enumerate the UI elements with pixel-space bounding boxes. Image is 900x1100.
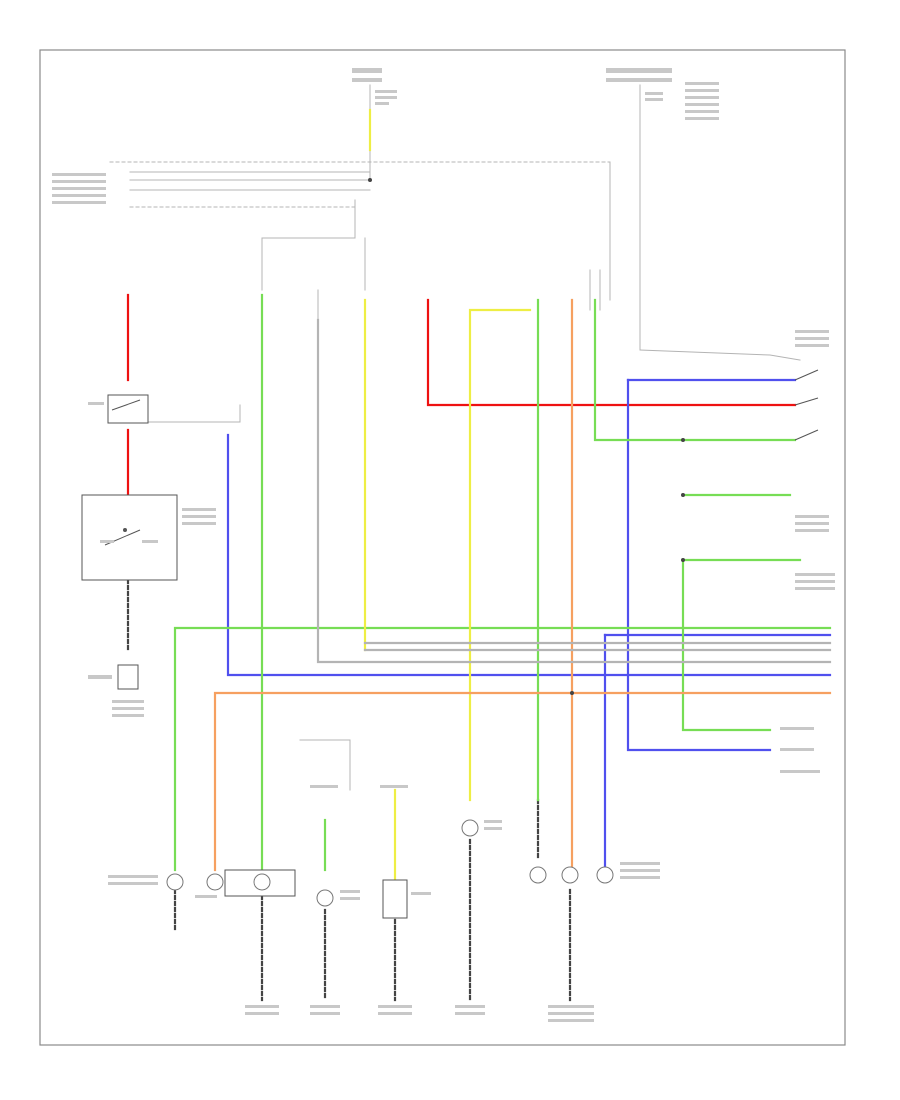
red-wires (126, 293, 797, 497)
bulb-left-1 (108, 873, 184, 891)
ground-3 (378, 1005, 412, 1015)
junction-dots (368, 178, 685, 695)
ground-1 (245, 1005, 279, 1015)
ground-4 (455, 1005, 485, 1015)
brake-light-switch (88, 394, 149, 424)
bulb-left-2 (195, 873, 224, 898)
left-label-block (52, 173, 106, 204)
diagram-frame (39, 49, 846, 1046)
bulb-right-3 (596, 862, 660, 884)
bulb-right-2 (561, 866, 579, 884)
ground-2 (310, 1005, 340, 1015)
yellow-wires (363, 108, 532, 882)
blue-wires (226, 378, 832, 872)
fuse-box-top-right (606, 68, 719, 120)
gray-bus (316, 318, 832, 664)
switch-right-upper (794, 330, 829, 406)
ground-connector (88, 664, 144, 717)
switch-right-middle (780, 429, 835, 773)
bulb-right-1 (529, 866, 547, 884)
black-wires (126, 578, 572, 1002)
bulb-center-2 (461, 819, 502, 837)
gray-wires (109, 84, 801, 791)
parking-brake-switch-block (81, 494, 216, 581)
ground-5 (548, 1005, 594, 1022)
green-wires (173, 293, 832, 872)
bulb-center-1 (310, 785, 360, 907)
bulb-left-3 (224, 869, 296, 897)
fuse-box-top (352, 68, 397, 105)
orange-wires (213, 298, 832, 872)
module-center (380, 785, 431, 919)
